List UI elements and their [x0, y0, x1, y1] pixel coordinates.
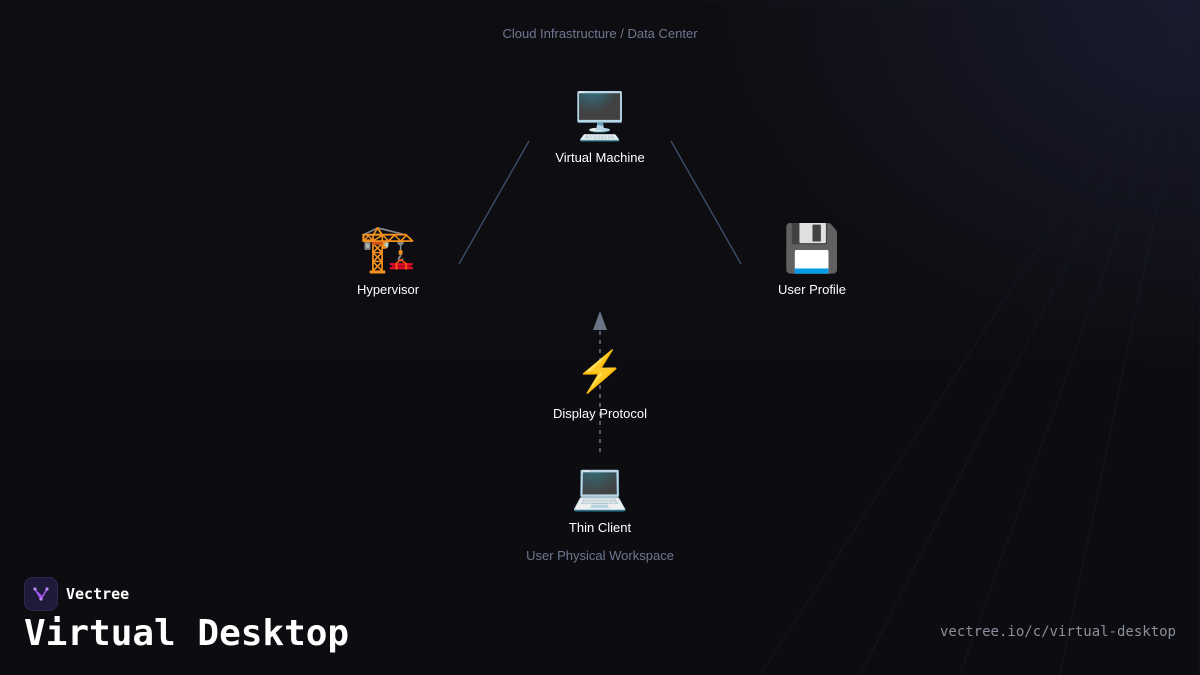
- lightning-bolt-icon: ⚡: [575, 350, 625, 394]
- node-label-user-profile: User Profile: [778, 282, 846, 297]
- page-url[interactable]: vectree.io/c/virtual-desktop: [939, 624, 1176, 640]
- node-display-protocol[interactable]: ⚡ Display Protocol: [510, 344, 690, 421]
- brand-name: Vectree: [66, 585, 130, 603]
- edge-vm-user-profile: [670, 140, 742, 265]
- brand[interactable]: Vectree: [24, 577, 129, 611]
- vectree-logo-icon: [24, 577, 58, 611]
- edge-arrowhead: [593, 311, 607, 330]
- node-label-hypervisor: Hypervisor: [356, 282, 420, 297]
- node-virtual-machine[interactable]: 🖥️ Virtual Machine: [510, 88, 690, 165]
- region-label-cloud: Cloud Infrastructure / Data Center: [502, 26, 698, 41]
- desktop-computer-icon: 🖥️: [571, 90, 629, 142]
- node-label-thin-client: Thin Client: [568, 520, 632, 535]
- edge-vm-hypervisor: [458, 140, 530, 265]
- node-label-virtual-machine: Virtual Machine: [555, 150, 645, 165]
- node-label-display-protocol: Display Protocol: [553, 406, 647, 421]
- node-user-profile[interactable]: 💾 User Profile: [722, 220, 902, 297]
- floppy-disk-icon: 💾: [783, 222, 841, 274]
- construction-crane-icon: 🏗️: [359, 222, 417, 274]
- node-thin-client[interactable]: 💻 Thin Client: [510, 458, 690, 535]
- region-label-workspace: User Physical Workspace: [526, 548, 674, 563]
- node-hypervisor[interactable]: 🏗️ Hypervisor: [298, 220, 478, 297]
- laptop-icon: 💻: [571, 460, 629, 512]
- page-title: Virtual Desktop: [24, 613, 350, 654]
